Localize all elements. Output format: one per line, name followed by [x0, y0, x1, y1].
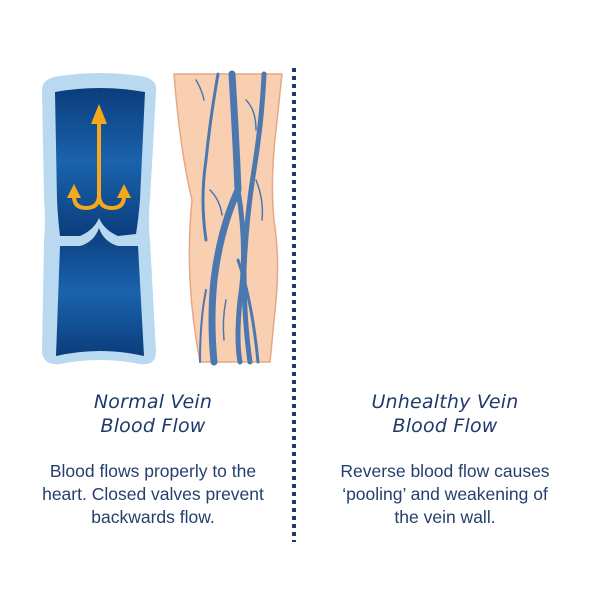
unhealthy-vein-panel: Unhealthy Vein Blood Flow Reverse blood …	[310, 390, 580, 529]
normal-vein-title: Normal Vein Blood Flow	[18, 390, 288, 438]
desc-line: the vein wall.	[394, 507, 496, 527]
desc-line: heart. Closed valves prevent	[42, 484, 264, 504]
normal-vein-diagram	[42, 73, 157, 365]
title-line: Normal Vein	[93, 391, 213, 413]
desc-line: Reverse blood flow causes	[340, 461, 550, 481]
desc-line: Blood flows properly to the	[49, 461, 257, 481]
title-line: Unhealthy Vein	[371, 391, 519, 413]
normal-vein-description: Blood flows properly to the heart. Close…	[18, 460, 288, 529]
title-line: Blood Flow	[100, 415, 206, 437]
normal-vein-lumen-lower	[56, 228, 144, 356]
unhealthy-vein-title: Unhealthy Vein Blood Flow	[310, 390, 580, 438]
healthy-leg-illustration	[173, 70, 283, 366]
normal-vein-panel: Normal Vein Blood Flow Blood flows prope…	[18, 390, 288, 529]
desc-line: ‘pooling’ and weakening of	[342, 484, 548, 504]
unhealthy-vein-description: Reverse blood flow causes ‘pooling’ and …	[310, 460, 580, 529]
upward-flow-arrow-icon	[67, 104, 131, 211]
title-line: Blood Flow	[392, 415, 498, 437]
desc-line: backwards flow.	[91, 507, 215, 527]
panel-divider	[292, 68, 296, 542]
